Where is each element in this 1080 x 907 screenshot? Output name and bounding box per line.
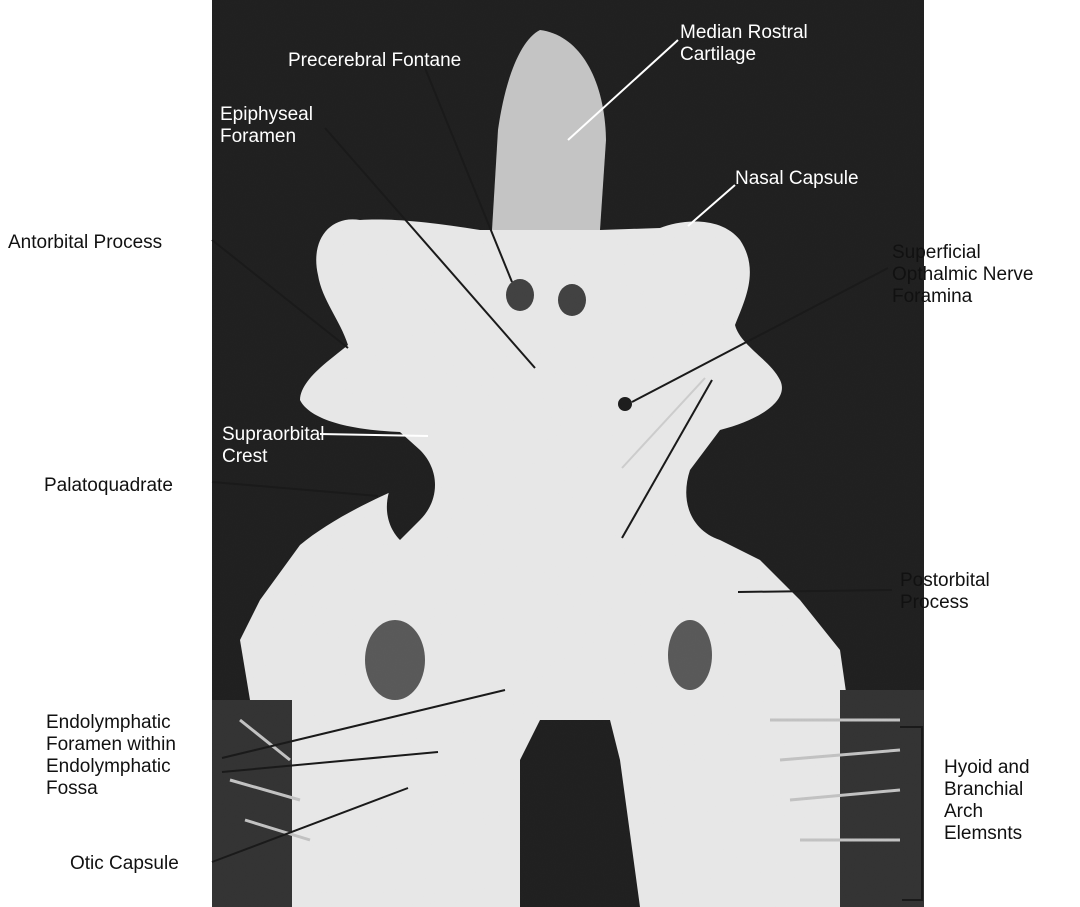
label-endolymphatic-foramen: Endolymphatic Foramen within Endolymphat…	[46, 712, 176, 800]
label-median-rostral-cartilage: Median Rostral Cartilage	[680, 22, 808, 66]
label-antorbital-process: Antorbital Process	[8, 232, 162, 254]
label-nasal-capsule: Nasal Capsule	[735, 168, 859, 190]
label-hyoid-branchial-arch-elements: Hyoid and Branchial Arch Elemsnts	[944, 757, 1030, 845]
label-otic-capsule: Otic Capsule	[70, 853, 179, 875]
label-postorbital-process: Postorbital Process	[900, 570, 990, 614]
label-palatoquadrate: Palatoquadrate	[44, 475, 173, 497]
label-epiphyseal-foramen: Epiphyseal Foramen	[220, 104, 313, 148]
label-precerebral-fontanelle: Precerebral Fontane	[288, 50, 461, 72]
label-supraorbital-crest: Supraorbital Crest	[222, 424, 324, 468]
label-superficial-opthalmic-nerve-foramina: Superficial Opthalmic Nerve Foramina	[892, 242, 1034, 308]
